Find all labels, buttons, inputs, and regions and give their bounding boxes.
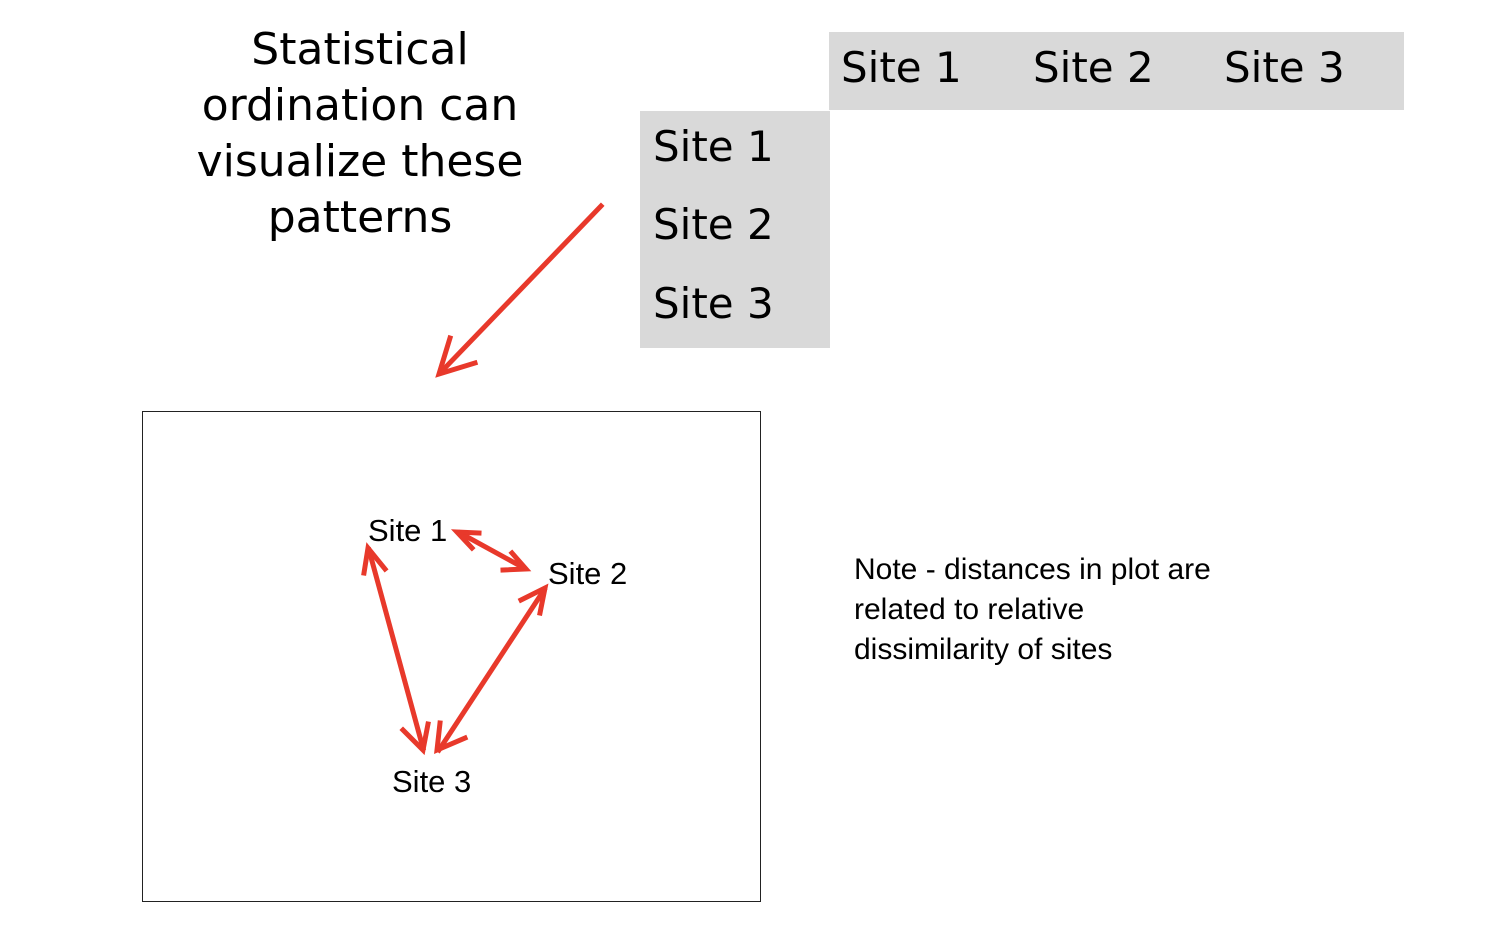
plot-label-site-1: Site 1 xyxy=(368,513,448,548)
ordination-plot xyxy=(142,411,761,902)
row-header-site-2: Site 2 xyxy=(653,200,774,249)
row-header-site-3: Site 3 xyxy=(653,279,774,328)
note-text: Note - distances in plot are related to … xyxy=(854,550,1314,670)
column-header-site-1: Site 1 xyxy=(841,43,962,92)
matrix-column-header: Site 1 Site 2 Site 3 xyxy=(829,32,1404,110)
plot-label-site-3: Site 3 xyxy=(392,764,472,799)
note-line: related to relative xyxy=(854,593,1085,626)
note-line: Note - distances in plot are xyxy=(854,553,1211,586)
slide-title: Statistical ordination can visualize the… xyxy=(150,22,570,246)
title-line: ordination can xyxy=(201,80,519,131)
note-line: dissimilarity of sites xyxy=(854,633,1113,666)
plot-label-site-2: Site 2 xyxy=(548,556,628,591)
title-line: visualize these xyxy=(196,136,524,187)
matrix-row-header: Site 1 Site 2 Site 3 xyxy=(640,111,830,348)
title-line: Statistical xyxy=(251,24,469,75)
column-header-site-2: Site 2 xyxy=(1033,43,1154,92)
title-line: patterns xyxy=(267,192,453,243)
row-header-site-1: Site 1 xyxy=(653,122,774,171)
column-header-site-3: Site 3 xyxy=(1224,43,1345,92)
